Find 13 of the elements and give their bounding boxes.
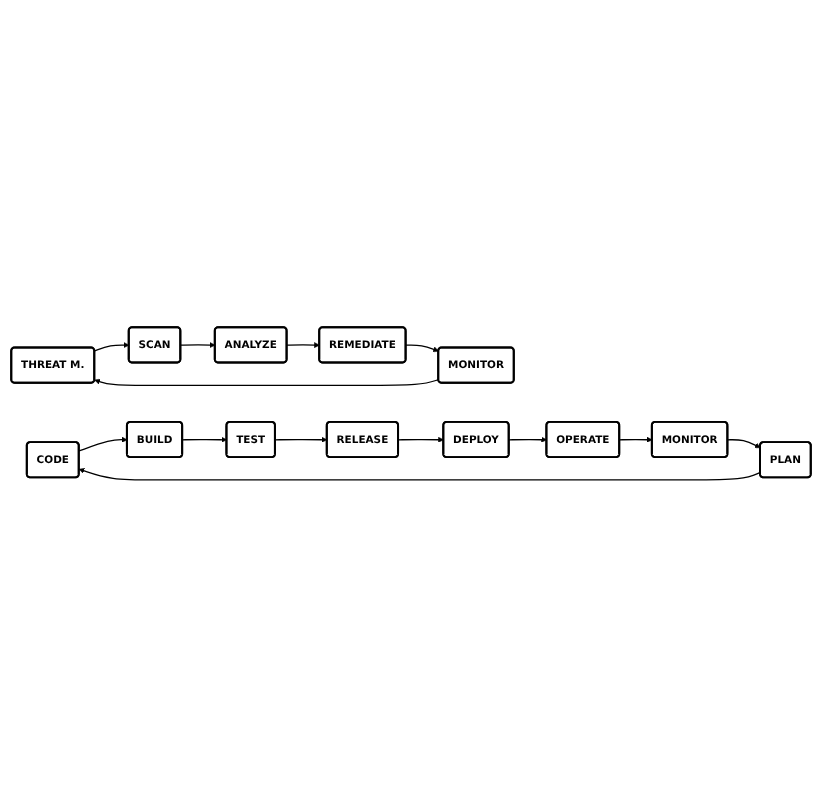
arrow	[78, 437, 128, 453]
arrow	[78, 468, 761, 482]
arrow	[508, 437, 547, 443]
arrow	[405, 344, 439, 353]
arrow	[181, 437, 228, 444]
arrow	[180, 342, 216, 349]
arrow	[618, 437, 653, 443]
arrow	[274, 437, 328, 444]
arrow	[397, 437, 444, 443]
arrow	[94, 379, 440, 387]
arrow	[286, 342, 320, 349]
arrow	[93, 342, 130, 352]
arrow	[727, 439, 761, 449]
